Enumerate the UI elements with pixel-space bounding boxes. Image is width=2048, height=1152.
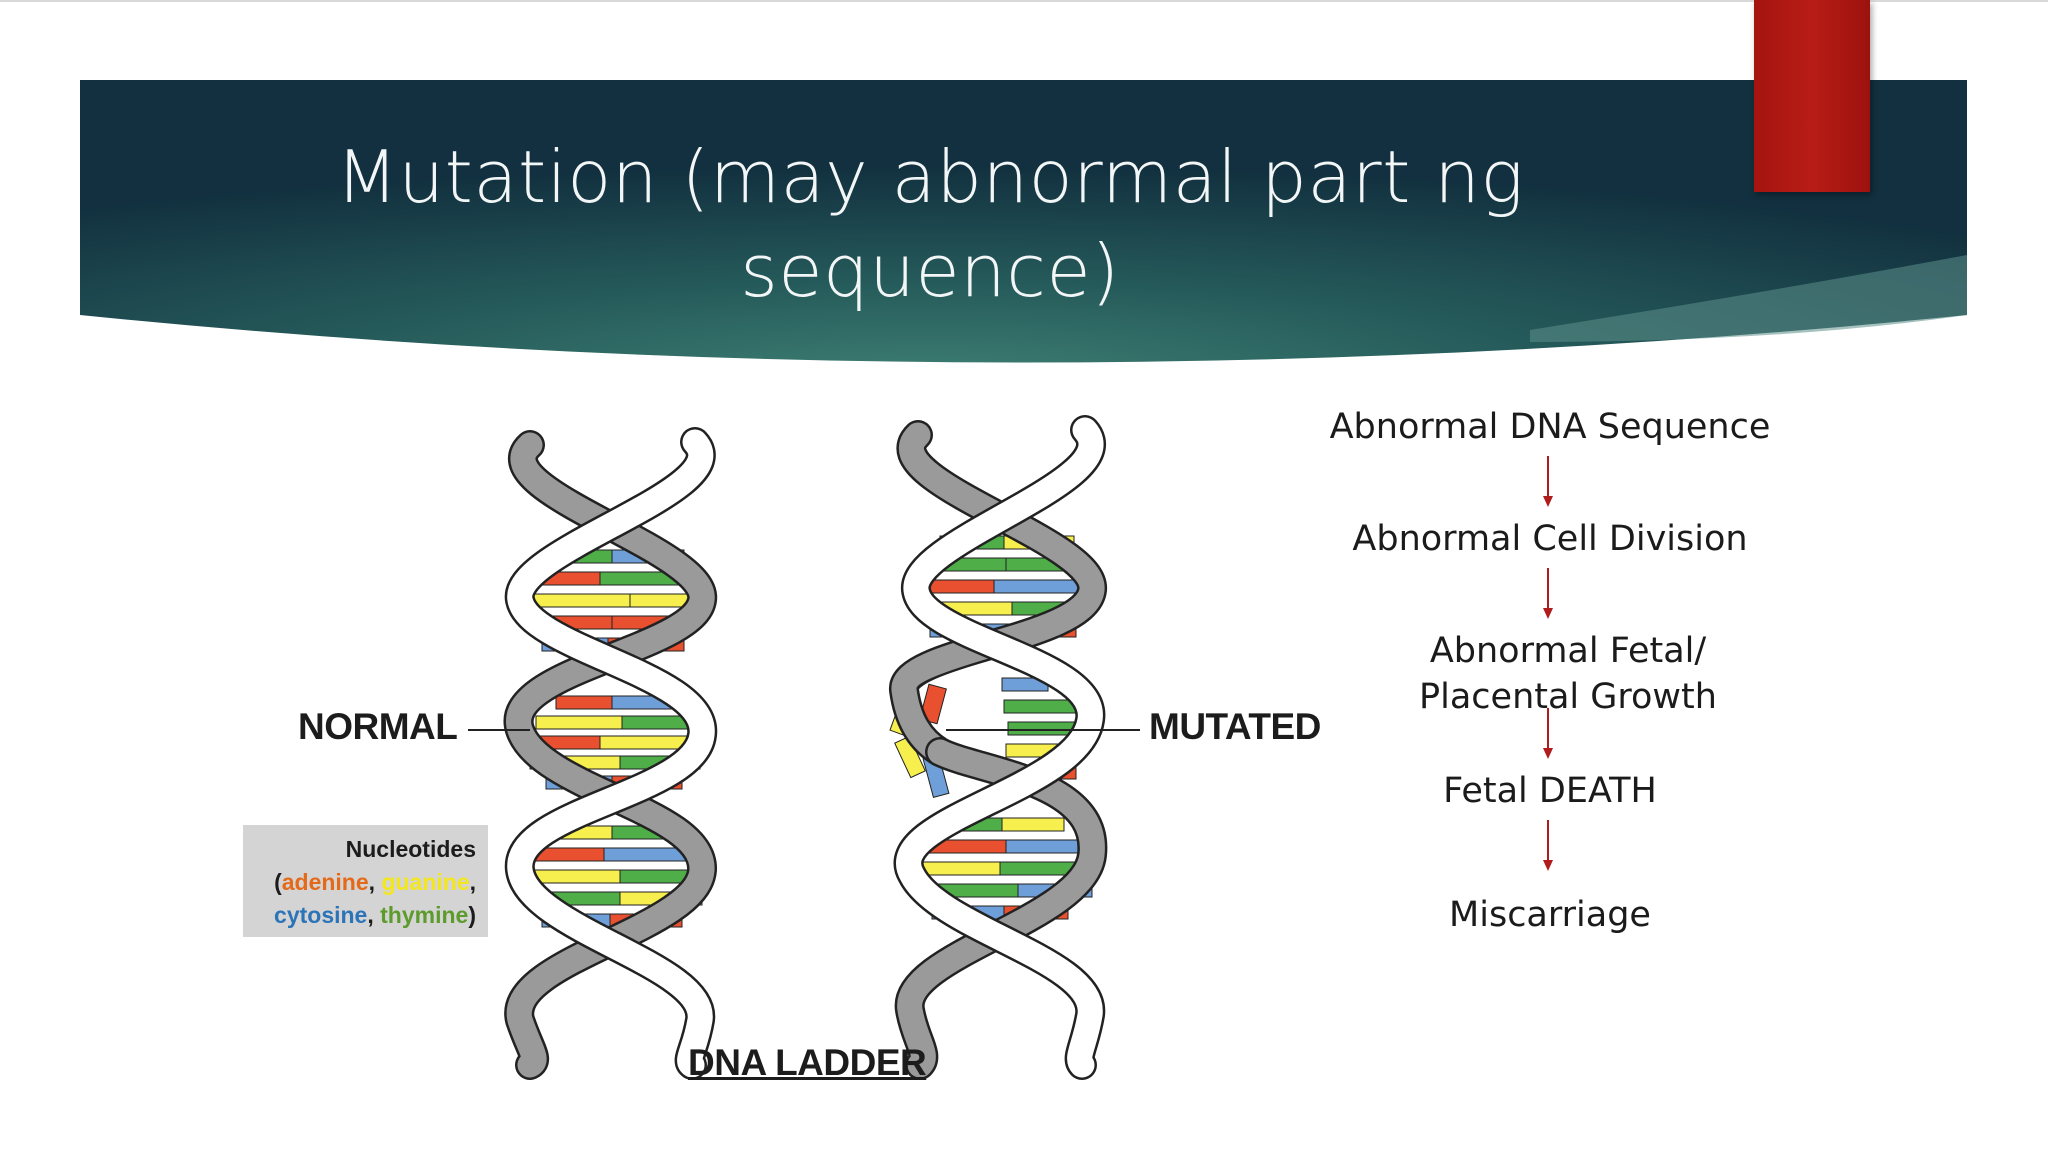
legend-guanine: guanine bbox=[381, 869, 470, 895]
normal-helix bbox=[503, 427, 718, 1080]
mutated-helix bbox=[889, 415, 1108, 1080]
flow-step-miscarriage: Miscarriage bbox=[1449, 895, 1651, 935]
flow-arrow-3 bbox=[1543, 708, 1553, 759]
flow-arrow-4 bbox=[1543, 820, 1553, 871]
nucleotides-legend: Nucleotides (adenine, guanine, cytosine,… bbox=[243, 825, 488, 937]
legend-heading: Nucleotides bbox=[345, 836, 476, 862]
title-banner bbox=[80, 80, 1967, 363]
legend-line-2: cytosine, thymine) bbox=[274, 902, 476, 928]
legend-cytosine: cytosine bbox=[274, 902, 368, 928]
flow-step-cell-division: Abnormal Cell Division bbox=[1352, 519, 1748, 559]
top-rule bbox=[0, 0, 2048, 2]
slide-title: Mutation (may abnormal part ng sequence) bbox=[335, 135, 1525, 313]
flow-step-fetal-death: Fetal DEATH bbox=[1443, 771, 1657, 811]
mutated-label: MUTATED bbox=[1149, 706, 1321, 747]
red-accent-tab bbox=[1754, 0, 1870, 192]
normal-backbone bbox=[503, 427, 718, 1080]
normal-label: NORMAL bbox=[298, 706, 458, 747]
normal-rungs bbox=[521, 549, 709, 928]
flow-arrow-1 bbox=[1543, 456, 1553, 507]
flow-step-fetal-growth-line1: Abnormal Fetal/ bbox=[1429, 631, 1707, 671]
legend-adenine: adenine bbox=[281, 869, 369, 895]
legend-thymine: thymine bbox=[380, 902, 469, 928]
mutated-backbone bbox=[889, 415, 1108, 1080]
legend-line-1: (adenine, guanine, bbox=[274, 869, 476, 895]
dna-ladder-label: DNA LADDER bbox=[688, 1042, 927, 1083]
dna-ladder-diagram bbox=[468, 415, 1140, 1080]
flow-step-fetal-growth-line2: Placental Growth bbox=[1419, 677, 1717, 717]
flow-arrow-2 bbox=[1543, 568, 1553, 619]
flow-step-abnormal-dna: Abnormal DNA Sequence bbox=[1329, 407, 1771, 447]
